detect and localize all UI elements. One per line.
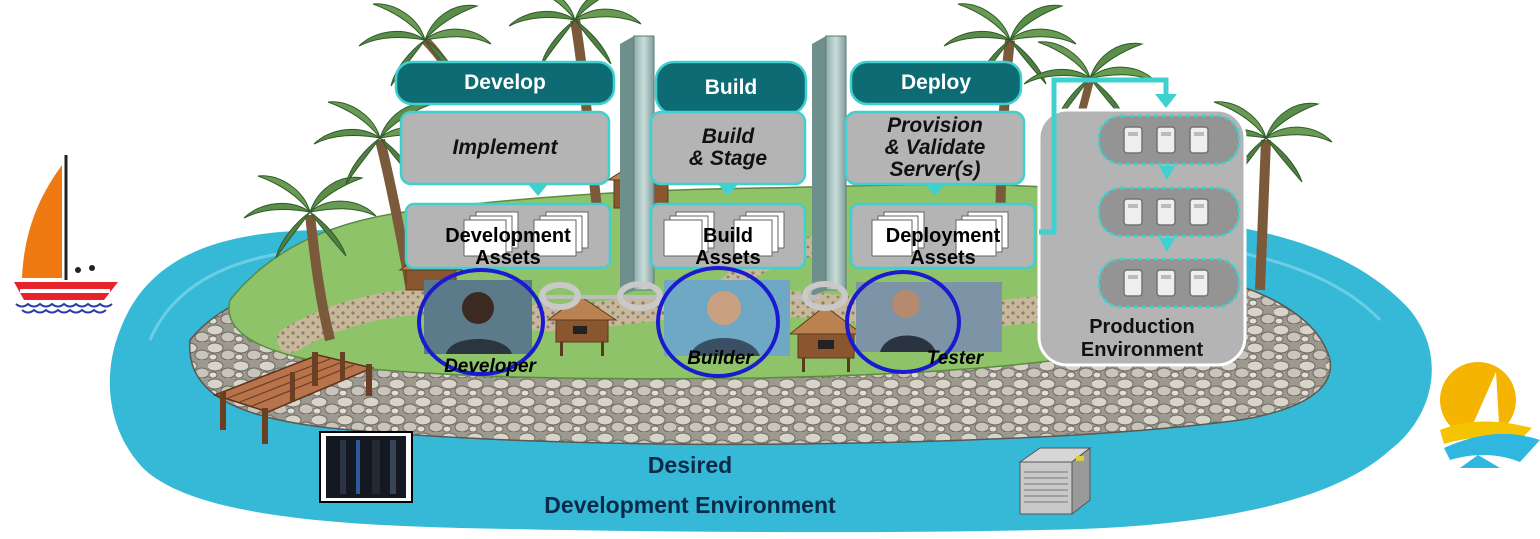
- server-icon: [1123, 126, 1209, 297]
- pillar: [620, 35, 655, 296]
- role-label-tester: Tester: [926, 348, 984, 369]
- palm-tree-icon: [1199, 101, 1333, 291]
- tester-circle: [845, 270, 961, 374]
- connector-arrows: [528, 184, 945, 196]
- assets-label: Development Assets: [445, 225, 571, 269]
- sailboat-icon: [14, 155, 118, 314]
- server-icon: [1018, 446, 1092, 516]
- assets-label: Deployment Assets: [885, 225, 1001, 269]
- mainframe-icon: [319, 431, 413, 503]
- sun-sailboat-icon: [1440, 362, 1540, 468]
- developer-circle: [417, 268, 545, 376]
- island-caption-line2: Development Environment: [544, 492, 836, 518]
- hut-icon: [788, 305, 864, 372]
- role-label-developer: Developer: [444, 356, 536, 377]
- document-stack-icon: [463, 211, 1009, 257]
- assets-label: Build Assets: [695, 225, 761, 269]
- phase-header-deploy: [849, 60, 1023, 106]
- hut-icon: [546, 295, 618, 356]
- island-caption-line1: Desired: [647, 452, 733, 478]
- activity-box-implement: [399, 110, 611, 186]
- activity-label: Build & Stage: [688, 125, 768, 170]
- dock-icon: [212, 352, 375, 444]
- builder-circle: [656, 266, 780, 378]
- phase-header-label: Build: [704, 76, 758, 99]
- role-label-builder: Builder: [687, 348, 753, 369]
- tester-photo: [856, 282, 1002, 352]
- phase-header-label: Deploy: [900, 71, 971, 94]
- activity-label: Provision & Validate Server(s): [884, 114, 986, 181]
- phase-header-develop: [394, 60, 616, 106]
- palm-tree-icon: [243, 175, 377, 342]
- pillar: [812, 35, 847, 296]
- activity-label: Implement: [452, 136, 558, 159]
- production-label: Production Environment: [1080, 316, 1204, 361]
- developer-photo: [424, 280, 532, 354]
- phase-header-label: Develop: [464, 71, 546, 94]
